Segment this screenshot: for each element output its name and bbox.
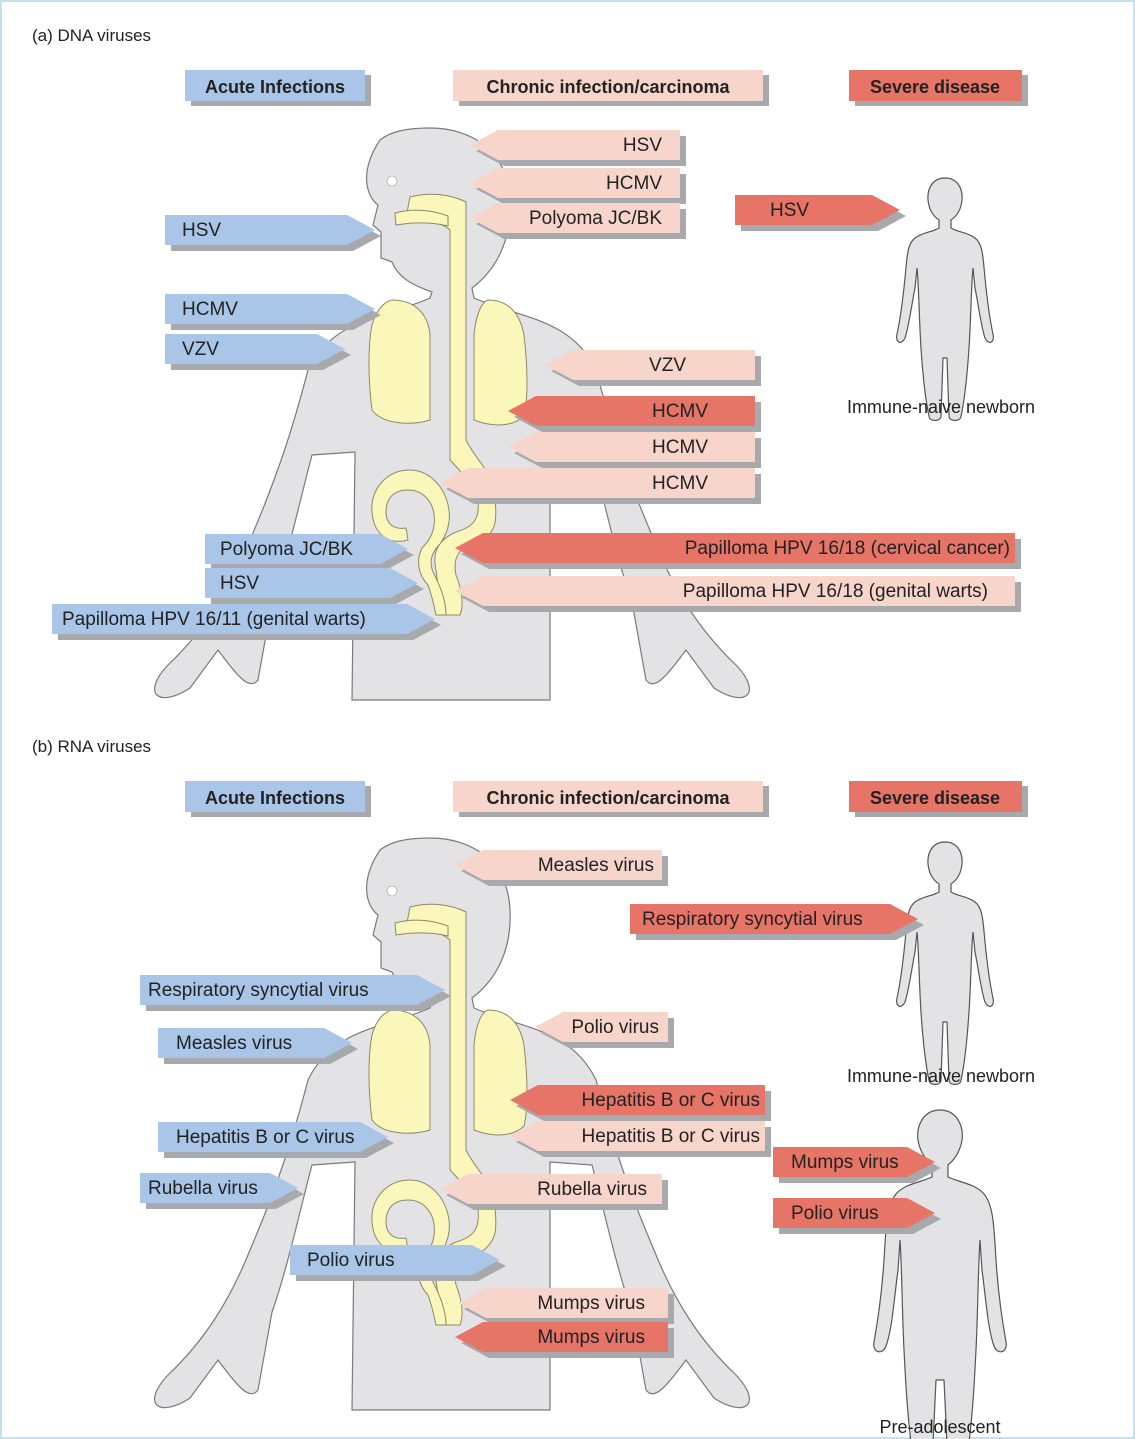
arrow-label: VZV (182, 339, 219, 360)
header-chronic-a: Chronic infection/carcinoma (453, 70, 769, 106)
header-acute-b-label: Acute Infections (205, 788, 345, 808)
header-chronic-b: Chronic infection/carcinoma (453, 781, 769, 817)
arrow-shape (508, 432, 755, 462)
arrow-panel-b-hep-acute: Hepatitis B or C virus (158, 1122, 394, 1158)
header-severe-a-label: Severe disease (870, 77, 1000, 97)
arrow-panel-b-rubella-acute: Rubella virus (140, 1173, 304, 1209)
arrow-label: Measles virus (176, 1033, 292, 1054)
header-acute-a: Acute Infections (185, 70, 371, 106)
arrow-panel-b-rsv-newborn: Respiratory syncytial virus (630, 904, 924, 940)
panel-a-title: (a) DNA viruses (32, 26, 151, 45)
arrow-panel-a-hpv-warts-acute: Papilloma HPV 16/11 (genital warts) (52, 604, 441, 640)
arrow-panel-a-hcmv-severe: HCMV (508, 396, 761, 432)
arrow-label: VZV (649, 355, 686, 376)
arrow-label: HSV (220, 573, 259, 594)
arrow-label: Papilloma HPV 16/18 (cervical cancer) (685, 538, 1010, 559)
arrow-panel-b-polio-pre: Polio virus (773, 1198, 941, 1234)
newborn-caption-a: Immune-naive newborn (847, 397, 1035, 417)
arrow-panel-b-polio-acute: Polio virus (290, 1245, 506, 1281)
arrow-panel-a-hcmv-brain: HCMV (470, 168, 686, 204)
arrow-label: Papilloma HPV 16/11 (genital warts) (62, 609, 366, 630)
arrow-panel-b-hep-severe: Hepatitis B or C virus (510, 1085, 771, 1121)
header-severe-a: Severe disease (849, 70, 1028, 106)
arrow-panel-a-vzv-chronic: VZV (545, 350, 761, 386)
arrow-label: Polio virus (307, 1250, 395, 1271)
arrow-label: HSV (770, 200, 809, 221)
arrow-label: Hepatitis B or C virus (582, 1090, 760, 1111)
arrow-label: Measles virus (538, 855, 654, 876)
arrow-label: Hepatitis B or C virus (176, 1127, 354, 1148)
header-acute-b: Acute Infections (185, 781, 371, 817)
arrow-panel-a-vzv-skin: VZV (165, 334, 351, 370)
arrow-label: Rubella virus (148, 1178, 258, 1199)
arrow-label: Polyoma JC/BK (220, 539, 353, 560)
arrow-panel-a-hsv-mouth: HSV (165, 215, 381, 251)
arrow-label: Polio virus (571, 1017, 659, 1038)
arrow-panel-a-hsv-newborn: HSV (735, 195, 906, 231)
arrow-panel-a-hpv-warts-chronic: Papilloma HPV 16/18 (genital warts) (455, 576, 1021, 612)
arrow-panel-b-mumps-pre: Mumps virus (773, 1147, 941, 1183)
arrow-shape (735, 195, 900, 225)
arrow-panel-a-hpv-cervical: Papilloma HPV 16/18 (cervical cancer) (455, 533, 1021, 569)
arrow-panel-a-hcmv-lung: HCMV (165, 294, 381, 330)
header-chronic-b-label: Chronic infection/carcinoma (486, 788, 730, 808)
arrow-label: Mumps virus (537, 1293, 645, 1314)
header-severe-b: Severe disease (849, 781, 1028, 817)
arrow-panel-a-hcmv-c2: HCMV (508, 432, 761, 468)
panel-b-title: (b) RNA viruses (32, 737, 151, 756)
arrow-panel-a-polyoma-kidney: Polyoma JC/BK (205, 534, 414, 570)
arrow-panel-b-measles-acute: Measles virus (158, 1028, 358, 1064)
arrow-panel-a-hsv-genital: HSV (205, 568, 424, 604)
arrow-panel-a-polyoma-brain: Polyoma JC/BK (470, 203, 686, 239)
arrow-label: HSV (182, 220, 221, 241)
arrow-panel-b-rsv-acute: Respiratory syncytial virus (140, 975, 451, 1011)
arrow-label: HCMV (652, 437, 708, 458)
arrow-panel-b-measles-brain: Measles virus (455, 850, 668, 886)
header-chronic-a-label: Chronic infection/carcinoma (486, 77, 730, 97)
arrow-label: Polyoma JC/BK (529, 208, 662, 229)
arrow-label: HCMV (652, 401, 708, 422)
arrow-label: Respiratory syncytial virus (642, 909, 863, 930)
preadolescent-caption: Pre-adolescent (879, 1417, 1000, 1437)
header-acute-a-label: Acute Infections (205, 77, 345, 97)
header-severe-b-label: Severe disease (870, 788, 1000, 808)
arrow-label: Respiratory syncytial virus (148, 980, 369, 1001)
arrow-shape (508, 396, 755, 426)
arrow-label: Papilloma HPV 16/18 (genital warts) (683, 581, 988, 602)
arrow-label: Polio virus (791, 1203, 879, 1224)
arrow-panel-a-hcmv-c3: HCMV (440, 468, 761, 504)
arrow-label: HCMV (182, 299, 238, 320)
eye-b (387, 886, 397, 896)
arrow-panel-b-mumps-severe: Mumps virus (455, 1322, 674, 1358)
arrow-label: HSV (623, 135, 662, 156)
arrow-panel-b-mumps-chronic: Mumps virus (458, 1288, 674, 1324)
eye-a (387, 176, 397, 186)
arrow-label: HCMV (606, 173, 662, 194)
arrow-label: Rubella virus (537, 1179, 647, 1200)
arrow-label: Hepatitis B or C virus (582, 1126, 760, 1147)
newborn-caption-b: Immune-naive newborn (847, 1066, 1035, 1086)
arrow-panel-b-rubella-chronic: Rubella virus (440, 1174, 668, 1210)
arrow-panel-a-hsv-brain: HSV (470, 130, 686, 166)
arrow-label: HCMV (652, 473, 708, 494)
arrow-panel-b-hep-chronic: Hepatitis B or C virus (510, 1121, 771, 1157)
arrow-label: Mumps virus (791, 1152, 899, 1173)
arrow-label: Mumps virus (537, 1327, 645, 1348)
